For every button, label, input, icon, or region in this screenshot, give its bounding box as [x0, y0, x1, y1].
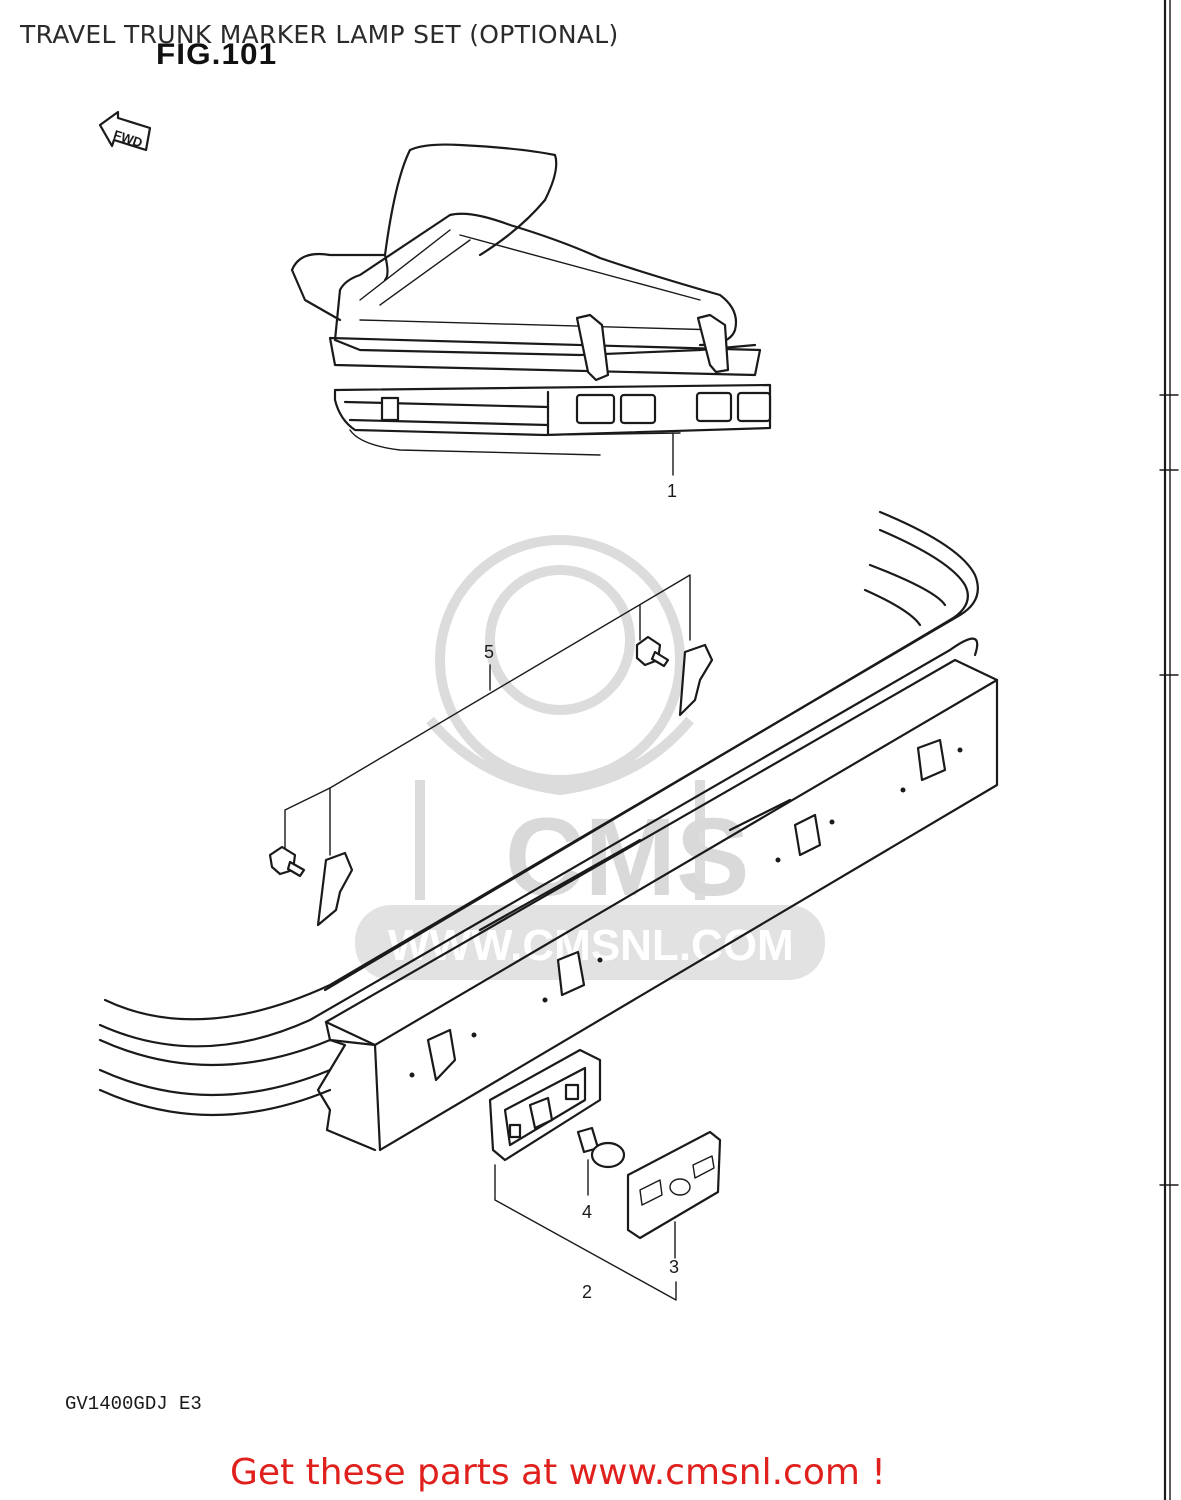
marker-lamp-bar [316, 658, 999, 1152]
callout-2: 2 [494, 1164, 677, 1302]
callout-5-label: 5 [484, 642, 494, 662]
travel-trunk-illustration [290, 143, 772, 456]
page-title: TRAVEL TRUNK MARKER LAMP SET (OPTIONAL) [20, 20, 619, 49]
bulb [576, 1126, 626, 1169]
watermark-brand-text: CMS [505, 796, 749, 919]
fwd-arrow-icon: FWD [98, 110, 152, 152]
cms-watermark: CMS WWW.CMSNL.COM [355, 535, 825, 980]
callout-2-label: 2 [582, 1282, 592, 1302]
marker-lamp-lens [626, 1130, 722, 1240]
marker-lamp-housing [488, 1048, 602, 1162]
footer-parts-link[interactable]: Get these parts at www.cmsnl.com ! [230, 1452, 886, 1493]
callout-1-label: 1 [667, 481, 677, 501]
callout-5: 5 [484, 642, 494, 691]
callout-3-label: 3 [669, 1257, 679, 1277]
callout-4: 4 [582, 1159, 592, 1222]
model-code: GV1400GDJ E3 [65, 1393, 202, 1415]
page-binding-edge [1159, 0, 1179, 1500]
rear-guard-rail [98, 510, 979, 1117]
mounting-bolts-and-brackets [268, 574, 714, 927]
figure-label: FIG.101 [156, 38, 278, 71]
callout-3: 3 [669, 1221, 679, 1277]
watermark-url-text: WWW.CMSNL.COM [388, 921, 794, 970]
callout-4-label: 4 [582, 1202, 592, 1222]
callout-1: 1 [667, 432, 677, 501]
